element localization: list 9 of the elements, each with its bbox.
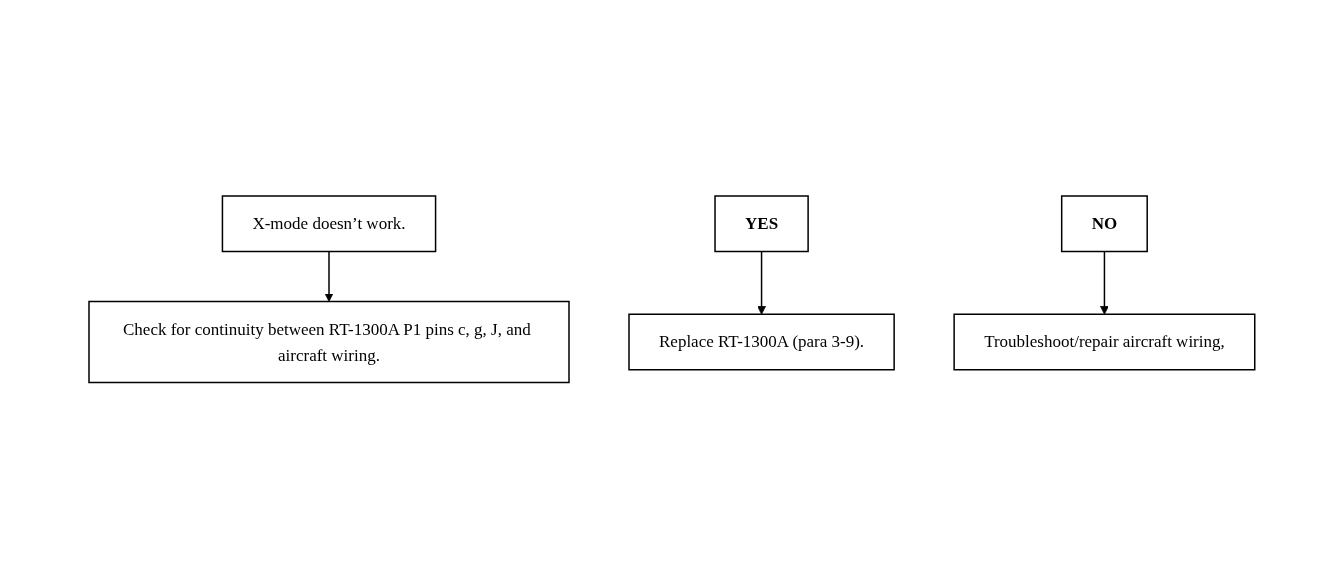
arrow <box>757 250 767 315</box>
node-box: YES <box>714 195 809 252</box>
node-box: Check for continuity between RT-1300A P1 pins c, g, J, and aircraft wiring. <box>88 300 570 383</box>
node-box: X-mode doesn’t work. <box>221 195 437 252</box>
arrow <box>324 250 334 302</box>
arrow <box>1100 250 1109 315</box>
node-box: NO <box>1061 195 1149 252</box>
node-box: Troubleshoot/repair aircraft wiring, <box>953 313 1256 371</box>
node-box: Replace RT-1300A (para 3-9). <box>628 313 895 371</box>
